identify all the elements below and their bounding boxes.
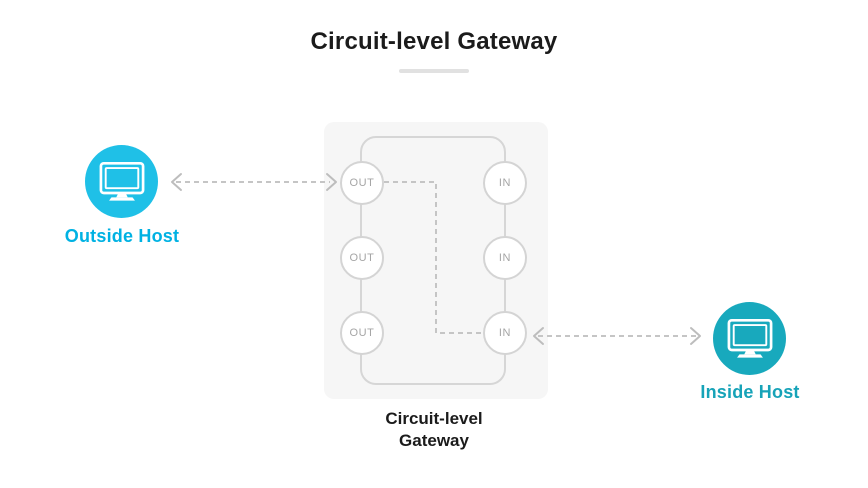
inside-host-label: Inside Host (700, 382, 800, 402)
gateway-port-out-2: OUT (340, 236, 384, 280)
gateway-port-in-3: IN (483, 311, 527, 355)
title-underline-decoration (399, 69, 469, 73)
outside-host-avatar (85, 145, 158, 218)
gateway-port-out-3: OUT (340, 311, 384, 355)
gateway-port-out-1: OUT (340, 161, 384, 205)
outside-to-gateway-arrow (171, 173, 337, 191)
monitor-icon (727, 318, 772, 358)
gateway-caption-line1: Circuit-level (385, 409, 483, 428)
monitor-icon (99, 161, 144, 201)
gateway-port-in-1: IN (483, 161, 527, 205)
gateway-caption: Circuit-level Gateway (334, 408, 534, 452)
page-title: Circuit-level Gateway (310, 28, 558, 55)
gateway-caption-line2: Gateway (399, 431, 469, 450)
gateway-internal-circuit-path (384, 181, 481, 334)
gateway-port-in-2: IN (483, 236, 527, 280)
outside-host-label: Outside Host (64, 226, 180, 246)
inside-host-avatar (713, 302, 786, 375)
gateway-to-inside-arrow (533, 327, 701, 345)
